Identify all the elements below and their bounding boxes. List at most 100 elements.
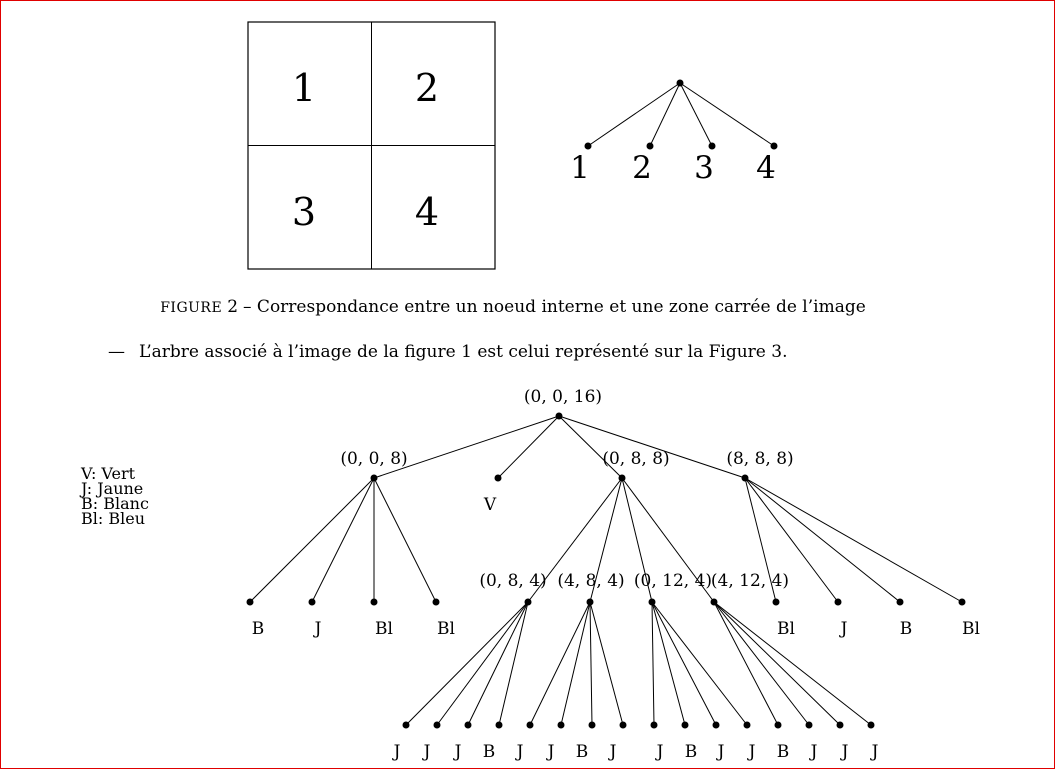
tree-leaf-label: Bl <box>437 619 455 639</box>
tree-edge <box>589 601 624 726</box>
tree-leaf-label: J <box>809 742 818 762</box>
tree-node-l2 <box>958 598 966 606</box>
tree-leaf-label: J <box>515 742 524 762</box>
tree-node-l3 <box>681 721 689 729</box>
quadrant-square: 1 2 3 4 <box>247 21 496 270</box>
caption-text: – Correspondance entre un noeud interne … <box>243 297 866 317</box>
cell-2-label: 2 <box>415 66 439 110</box>
tree-leaf-label: J <box>422 742 431 762</box>
tree-leaf-label: Bl <box>375 619 393 639</box>
tree-edge <box>651 601 655 726</box>
tree-leaf-label: J <box>840 742 849 762</box>
bullet-marker: — <box>108 342 125 362</box>
small-tree-leaf-label: 3 <box>694 150 714 186</box>
tree-node-l2 <box>432 598 440 606</box>
tree-leaf-label: J <box>453 742 462 762</box>
tree-node-l3 <box>402 721 410 729</box>
tree-leaf-label: B <box>252 619 265 639</box>
caption-prefix: Figure <box>160 300 222 316</box>
cell-1-label: 1 <box>292 66 316 110</box>
tree-node-label: (0, 8, 8) <box>602 449 669 469</box>
tree-node-l1 <box>494 474 502 482</box>
tree-edge <box>497 415 560 479</box>
tree-edge <box>744 477 963 603</box>
tree-node-label: (4, 8, 4) <box>557 571 624 591</box>
tree-node-l1 <box>370 474 378 482</box>
tree-edge <box>744 477 901 603</box>
tree-leaf-label: J <box>747 742 756 762</box>
small-tree-edge <box>649 82 681 147</box>
tree-leaf-label: B <box>685 742 698 762</box>
small-tree-node <box>708 142 716 150</box>
legend-entry: V: Vert <box>80 464 136 483</box>
tree-leaf-label: J <box>870 742 879 762</box>
tree-edge <box>311 477 375 603</box>
tree-node-l2 <box>308 598 316 606</box>
tree-edges <box>249 415 963 726</box>
small-tree-leaf-label: 4 <box>756 150 776 186</box>
tree-node-l2 <box>370 598 378 606</box>
figure-2-caption: Figure 2– Correspondance entre un noeud i… <box>160 297 866 317</box>
tree-leaf-label: J <box>608 742 617 762</box>
tree-edge <box>713 601 779 726</box>
small-tree-edge <box>679 82 775 147</box>
tree-node-l3 <box>774 721 782 729</box>
tree-edge <box>373 415 560 479</box>
tree-leaf-label: Bl <box>777 619 795 639</box>
tree-node-l3 <box>650 721 658 729</box>
tree-edge <box>560 601 591 726</box>
tree-leaf-label: Bl <box>962 619 980 639</box>
tree-edge <box>249 477 375 603</box>
tree-edge <box>651 601 686 726</box>
tree-edge <box>744 477 777 603</box>
caption-number: 2 <box>227 297 238 317</box>
tree-edge <box>713 601 872 726</box>
legend-entry: Bl: Bleu <box>81 509 145 528</box>
tree-leaf-label: V <box>483 495 497 515</box>
tree-edge <box>436 601 529 726</box>
tree-node-l3 <box>712 721 720 729</box>
color-legend: V: Vert J: Jaune B: Blanc Bl: Bleu <box>79 464 149 528</box>
tree-leaf-label: J <box>716 742 725 762</box>
tree-node-label: (0, 0, 8) <box>340 449 407 469</box>
tree-edge <box>529 601 591 726</box>
tree-edge <box>651 601 717 726</box>
tree-edge <box>405 601 529 726</box>
legend-entry: J: Jaune <box>79 479 143 498</box>
small-tree-leaf-label: 2 <box>632 150 652 186</box>
tree-edge <box>651 601 748 726</box>
small-tree-edge <box>679 82 713 147</box>
tree-node-label: (0, 8, 4) <box>479 571 546 591</box>
tree-node-l2 <box>246 598 254 606</box>
legend-entry: B: Blanc <box>81 494 149 513</box>
tree-edge <box>744 477 839 603</box>
tree-root-node <box>555 412 563 420</box>
tree-edge <box>621 477 715 603</box>
tree-edge <box>558 415 746 479</box>
small-tree: 1 2 3 4 <box>570 79 778 186</box>
tree-node-l2 <box>896 598 904 606</box>
tree-node-l1 <box>741 474 749 482</box>
tree-node-l3 <box>867 721 875 729</box>
cell-3-label: 3 <box>292 190 316 234</box>
tree-node-l3 <box>464 721 472 729</box>
tree-node-l2 <box>710 598 718 606</box>
tree-leaf-label: J <box>655 742 664 762</box>
tree-node-l3 <box>557 721 565 729</box>
small-tree-node <box>584 142 592 150</box>
tree-node-l3 <box>588 721 596 729</box>
tree-leaf-label: B <box>777 742 790 762</box>
tree-node-l2 <box>524 598 532 606</box>
tree-leaf-label: J <box>392 742 401 762</box>
tree-node-label: (4, 12, 4) <box>711 571 789 591</box>
tree-edge <box>373 477 437 603</box>
small-tree-node <box>646 142 654 150</box>
tree-leaf-label: J <box>546 742 555 762</box>
tree-edge <box>589 477 623 603</box>
tree-leaf-label: B <box>576 742 589 762</box>
tree-node-label: (8, 8, 8) <box>726 449 793 469</box>
tree-edge <box>713 601 810 726</box>
tree-edge <box>558 415 623 479</box>
tree-edge <box>467 601 529 726</box>
